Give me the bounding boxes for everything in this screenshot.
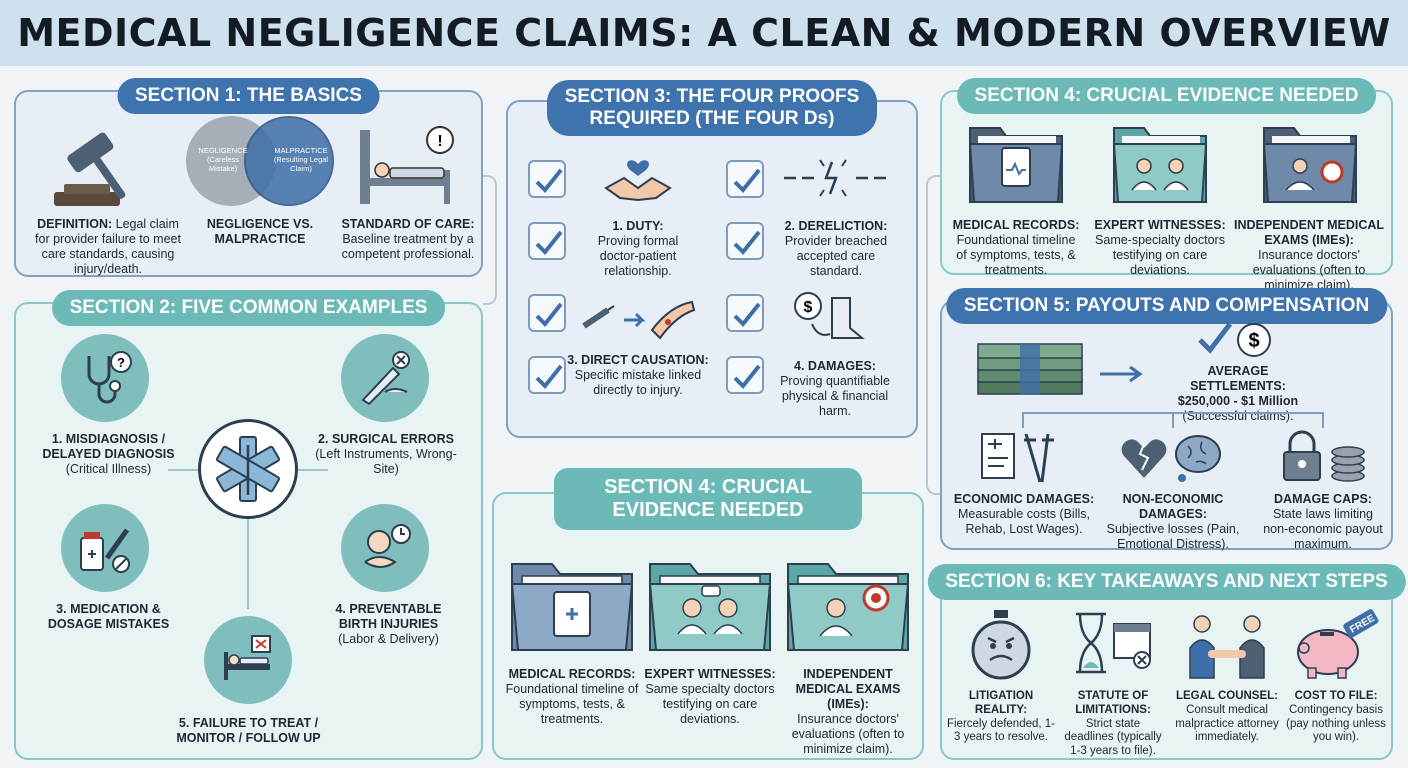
money-cast-icon: $ [788,288,878,348]
hospital-bed-icon: ! [352,122,462,214]
section-3-panel: SECTION 3: THE FOUR PROOFS REQUIRED (THE… [506,80,918,438]
svg-text:!: ! [437,133,442,150]
section-4-panel: SECTION 4: CRUCIAL EVIDENCE NEEDED MEDIC… [940,78,1393,292]
connector-line [247,519,249,609]
evidence-ime: INDEPENDENT MEDICAL EXAMS (IMEs): Insura… [1234,218,1385,292]
evidence-expert-witnesses: EXPERT WITNESSES: Same-specialty doctors… [1094,218,1226,277]
section-1-header: SECTION 1: THE BASICS [117,78,380,114]
section-6-panel: SECTION 6: KEY TAKEAWAYS AND NEXT STEPS … [927,564,1406,760]
checkbox-damages-2 [726,356,764,394]
bill-crutches-icon [976,430,1072,486]
negligence-vs-malpractice: NEGLIGENCE VS. MALPRACTICE [206,217,314,246]
section-5-header: SECTION 5: PAYOUTS AND COMPENSATION [945,288,1388,324]
proof-dereliction: 2. DERELICTION: Provider breached accept… [784,219,888,278]
cost-to-file: COST TO FILE: Contingency basis (pay not… [1286,690,1386,744]
checkbox-duty-2 [528,222,566,260]
example-4: 4. PREVENTABLE BIRTH INJURIES (Labor & D… [335,602,442,646]
decorative-connector-left [483,175,497,305]
section-3-header: SECTION 3: THE FOUR PROOFS REQUIRED (THE… [547,80,877,136]
definition-label: DEFINITION: [37,217,113,231]
proof-damages: 4. DAMAGES: Proving quantifiable physica… [780,359,890,418]
definition-body: Legal claim for provider failure to meet… [35,217,181,276]
piggy-bank-tag-icon: FREE [1290,606,1380,680]
medication-syringe-icon [61,504,149,592]
checkbox-causation [528,294,566,332]
section-2-panel: SECTION 2: FIVE COMMON EXAMPLES ? 1. MIS… [14,290,483,760]
venn-left-text: NEGLIGENCE (Careless Mistake) [198,146,248,173]
example-5: 5. FAILURE TO TREAT / MONITOR / FOLLOW U… [176,716,321,745]
section-4-header: SECTION 4: CRUCIAL EVIDENCE NEEDED [956,78,1377,114]
section-4b-header: SECTION 4: CRUCIAL EVIDENCE NEEDED [554,468,862,530]
section-5-panel: SECTION 5: PAYOUTS AND COMPENSATION $ AV… [940,288,1393,551]
checkbox-dereliction-2 [726,222,764,260]
scalpel-icon [341,334,429,422]
connector-line [168,469,198,471]
venn-diagram: NEGLIGENCE (Careless Mistake) MALPRACTIC… [186,116,336,206]
checkbox-damages [726,294,764,332]
proof-duty: 1. DUTY: Proving formal doctor-patient r… [597,219,679,278]
section-4b-panel: SECTION 4: CRUCIAL EVIDENCE NEEDED MEDIC… [492,468,924,760]
page-title: MEDICAL NEGLIGENCE CLAIMS: A CLEAN & MOD… [17,11,1391,55]
statute-of-limitations: STATUTE OF LIMITATIONS: Strict state dea… [1064,690,1162,758]
stethoscope-question-icon: ? [61,334,149,422]
tree-connector [1022,412,1024,428]
folder-expert-witnesses-icon [646,550,774,654]
non-economic-damages: NON-ECONOMIC DAMAGES: Subjective losses … [1106,492,1240,551]
evidence-medical-records-b: MEDICAL RECORDS: Foundational timeline o… [505,667,639,726]
legal-counsel: LEGAL COUNSEL: Consult medical malpracti… [1175,690,1279,744]
litigation-reality: LITIGATION REALITY: Fiercely defended, 1… [946,690,1056,744]
folder-medical-records-icon [508,550,636,654]
tree-connector [1172,412,1174,428]
star-of-life-icon [198,419,298,519]
example-1: 1. MISDIAGNOSIS / DELAYED DIAGNOSIS (Cri… [42,432,175,476]
patient-bed-calendar-icon [204,616,292,704]
section-1-panel: SECTION 1: THE BASICS DEFINITION: Legal … [14,78,483,277]
baby-clock-icon [341,504,429,592]
broken-heart-brain-icon [1118,430,1228,486]
arrow-icon [1098,364,1148,384]
broken-line-icon [780,152,890,202]
handshake-heart-icon [598,144,678,208]
tree-connector [1322,412,1324,428]
proof-causation: 3. DIRECT CAUSATION: Specific mistake li… [567,353,709,397]
evidence-expert-witnesses-b: EXPERT WITNESSES: Same specialty doctors… [644,667,776,726]
gavel-icon [46,122,146,212]
section-2-header: SECTION 2: FIVE COMMON EXAMPLES [51,290,446,326]
connector-line [298,469,328,471]
check-dollar-icon: $ [1194,320,1274,360]
section-6-header: SECTION 6: KEY TAKEAWAYS AND NEXT STEPS [927,564,1406,600]
padlock-coins-icon [1276,430,1372,486]
venn-right-circle [244,116,334,206]
folder-clipboard-icon [966,118,1066,208]
stopwatch-icon [966,608,1036,682]
decorative-connector-right [926,175,940,495]
folder-ime-icon [784,550,912,654]
svg-text:?: ? [117,355,125,370]
checkbox-duty [528,160,566,198]
folder-doctors-icon [1110,118,1210,208]
economic-damages: ECONOMIC DAMAGES: Measurable costs (Bill… [953,492,1095,536]
definition-text: DEFINITION: Legal claim for provider fai… [30,217,186,277]
title-bar: MEDICAL NEGLIGENCE CLAIMS: A CLEAN & MOD… [0,0,1408,66]
venn-right-text: MALPRACTICE (Resulting Legal Claim) [273,146,329,173]
example-2: 2. SURGICAL ERRORS (Left Instruments, Wr… [315,432,457,476]
evidence-medical-records: MEDICAL RECORDS: Foundational timeline o… [952,218,1080,277]
checkbox-causation-2 [528,356,566,394]
syringe-arrow-arm-icon [578,290,698,346]
cash-stack-icon [972,340,1090,404]
folder-exam-icon [1260,118,1360,208]
checkbox-dereliction [726,160,764,198]
hourglass-calendar-icon [1068,610,1158,680]
damage-caps: DAMAGE CAPS: State laws limiting non-eco… [1263,492,1383,551]
handshake-lawyer-icon [1182,612,1272,682]
svg-text:$: $ [804,299,813,316]
average-settlements: AVERAGE SETTLEMENTS: $250,000 - $1 Milli… [1177,364,1299,423]
svg-text:$: $ [1248,330,1259,352]
evidence-ime-b: INDEPENDENT MEDICAL EXAMS (IMEs): Insura… [791,667,905,756]
standard-of-care-text: STANDARD OF CARE: Baseline treatment by … [341,217,475,261]
example-3: 3. MEDICATION & DOSAGE MISTAKES [47,602,170,631]
